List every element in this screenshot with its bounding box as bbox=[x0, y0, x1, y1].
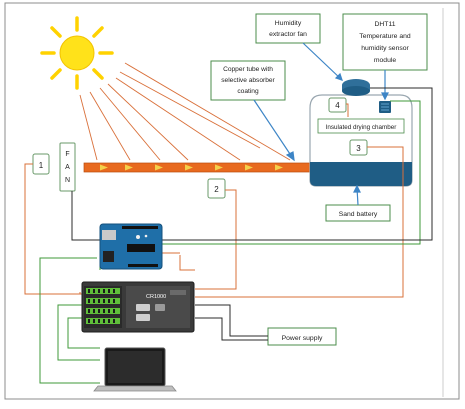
copper-line3: coating bbox=[237, 88, 259, 95]
sun-rays bbox=[79, 62, 291, 161]
fan-letter-n: N bbox=[65, 177, 70, 184]
fan-letter-a: A bbox=[65, 164, 70, 171]
wires-green bbox=[39, 100, 421, 384]
sensor-callout bbox=[342, 13, 428, 71]
marker-4-label: 4 bbox=[335, 101, 340, 110]
extractor-fan-icon bbox=[342, 79, 370, 96]
power-supply-label: Power supply bbox=[282, 335, 323, 342]
sensor-line4: module bbox=[374, 57, 397, 64]
marker-1-label: 1 bbox=[39, 161, 44, 170]
datalogger-device: CR1000 bbox=[81, 281, 195, 333]
fan-box bbox=[59, 142, 76, 192]
laptop-icon bbox=[93, 347, 177, 392]
sensor-line1: DHT11 bbox=[374, 21, 395, 28]
marker-3-label: 3 bbox=[356, 144, 361, 153]
logger-brand-label: CR1000 bbox=[146, 294, 166, 300]
chamber-label-box bbox=[317, 118, 405, 134]
fan-letter-f: F bbox=[65, 151, 69, 158]
diagram-frame bbox=[4, 2, 460, 400]
sensor-line3: humidity sensor bbox=[361, 45, 409, 52]
humidity-fan-line2: extractor fan bbox=[269, 31, 307, 38]
sensor-line2: Temperature and bbox=[359, 33, 411, 40]
wires-dark bbox=[71, 87, 433, 341]
marker-2-label: 2 bbox=[214, 185, 219, 194]
callout-arrows bbox=[253, 42, 389, 206]
tube-flow-arrows bbox=[100, 164, 283, 171]
marker-2 bbox=[207, 178, 226, 199]
humidity-fan-callout bbox=[255, 13, 321, 44]
marker-4 bbox=[328, 97, 347, 113]
chamber-label: Insulated drying chamber bbox=[326, 124, 397, 131]
sand-battery-label: Sand battery bbox=[339, 211, 378, 218]
sun-icon bbox=[40, 16, 114, 90]
copper-line2: selective absorber bbox=[221, 77, 275, 84]
dht11-sensor-icon bbox=[379, 101, 391, 113]
humidity-fan-line1: Humidity bbox=[275, 20, 302, 27]
copper-tube bbox=[83, 162, 320, 173]
copper-line1: Copper tube with bbox=[223, 66, 273, 73]
arduino-board bbox=[99, 223, 163, 270]
copper-callout bbox=[210, 60, 286, 101]
